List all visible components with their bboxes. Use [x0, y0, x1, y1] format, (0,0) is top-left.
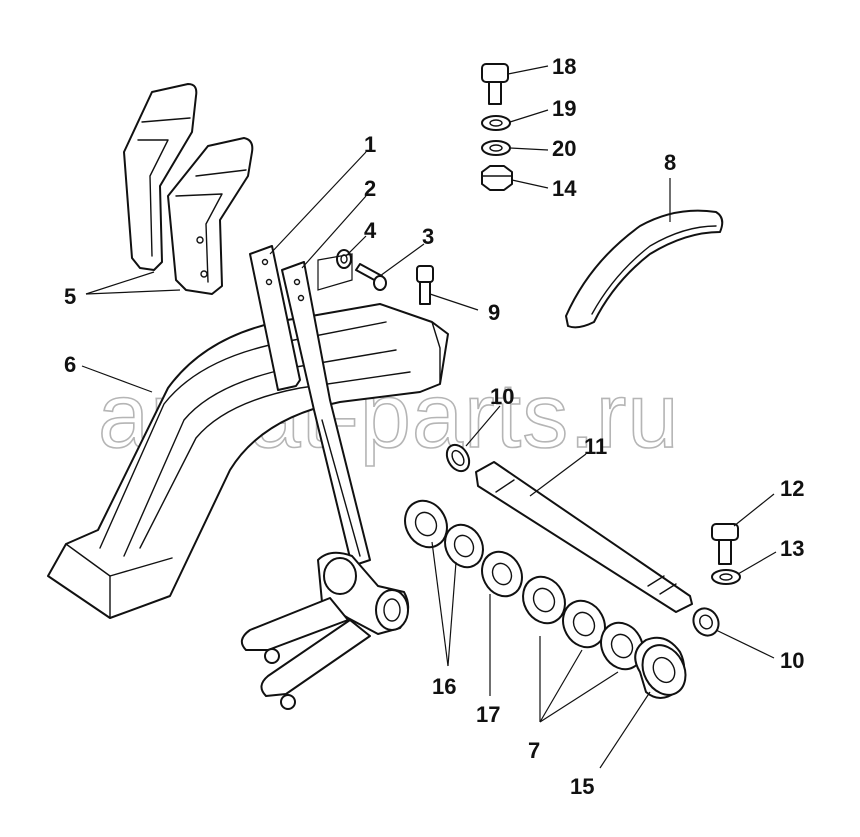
leader-4-plate: [317, 253, 353, 291]
leader-10a: [465, 405, 501, 447]
leader-lines: [81, 65, 777, 769]
leader-7c: [539, 671, 619, 723]
callout-8: 8: [664, 150, 676, 175]
callout-labels: 1 2 3 4 5 6 7 8 9 10 10 11 12 13 14 15 1…: [64, 54, 804, 799]
pedal-arm-1: [249, 245, 301, 391]
leader-13: [737, 551, 777, 575]
leader-16a: [431, 541, 449, 667]
callout-4: 4: [364, 218, 377, 243]
callout-2: 2: [364, 176, 376, 201]
leader-11: [529, 453, 587, 497]
leader-5b: [85, 289, 181, 295]
leader-16b: [447, 561, 457, 667]
callout-5: 5: [64, 284, 76, 309]
pedal-pad-left: [123, 83, 198, 271]
washer-19: [481, 115, 511, 131]
leader-3: [379, 243, 425, 277]
callout-6: 6: [64, 352, 76, 377]
callout-10-top: 10: [490, 384, 514, 409]
leader-2: [301, 195, 367, 269]
callout-1: 1: [364, 132, 376, 157]
bolt-18: [481, 63, 509, 105]
washer-20: [481, 140, 511, 156]
callout-16: 16: [432, 674, 456, 699]
callout-7: 7: [528, 738, 540, 763]
callout-15: 15: [570, 774, 594, 799]
bushing-16-inner: [444, 523, 484, 569]
leader-18: [507, 65, 549, 75]
callout-10-bottom: 10: [780, 648, 804, 673]
callout-19: 19: [552, 96, 576, 121]
shaft-11: [475, 461, 693, 613]
leader-5a: [85, 271, 155, 295]
foot-plate: [47, 303, 449, 619]
washer-13: [711, 569, 741, 585]
bolt-9: [416, 265, 434, 305]
callout-12: 12: [780, 476, 804, 501]
leader-12: [733, 493, 775, 527]
circlip-10-bottom: [692, 607, 720, 637]
callout-9: 9: [488, 300, 500, 325]
spacer-7-c: [600, 621, 644, 671]
bushing-15: [634, 636, 687, 699]
callout-18: 18: [552, 54, 576, 79]
circlip-10-top: [445, 443, 471, 473]
leader-1: [269, 151, 367, 255]
spacer-7-b: [562, 599, 606, 649]
leader-7b: [539, 649, 583, 723]
callout-14: 14: [552, 176, 577, 201]
leader-6: [81, 365, 153, 393]
leader-9: [429, 293, 479, 311]
spacer-7-a: [522, 575, 566, 625]
callout-17: 17: [476, 702, 500, 727]
nut-14: [481, 165, 513, 191]
bolt-12: [711, 523, 739, 565]
bushing-16-outer: [404, 499, 448, 549]
pedal-arm-2: [281, 261, 371, 567]
bolt-3: [355, 263, 387, 291]
callout-13: 13: [780, 536, 804, 561]
callout-20: 20: [552, 136, 576, 161]
leader-10b: [715, 629, 775, 659]
leader-19: [509, 109, 549, 123]
callout-3: 3: [422, 224, 434, 249]
leader-15: [599, 691, 651, 769]
pedal-pad-right: [167, 137, 254, 295]
leader-20: [509, 147, 549, 151]
leader-4: [345, 235, 367, 257]
leader-14: [511, 179, 549, 189]
bushing-17: [481, 550, 523, 598]
callout-11: 11: [584, 434, 607, 459]
pad-cover-8: [565, 209, 724, 329]
pivot-linkage: [240, 551, 410, 710]
